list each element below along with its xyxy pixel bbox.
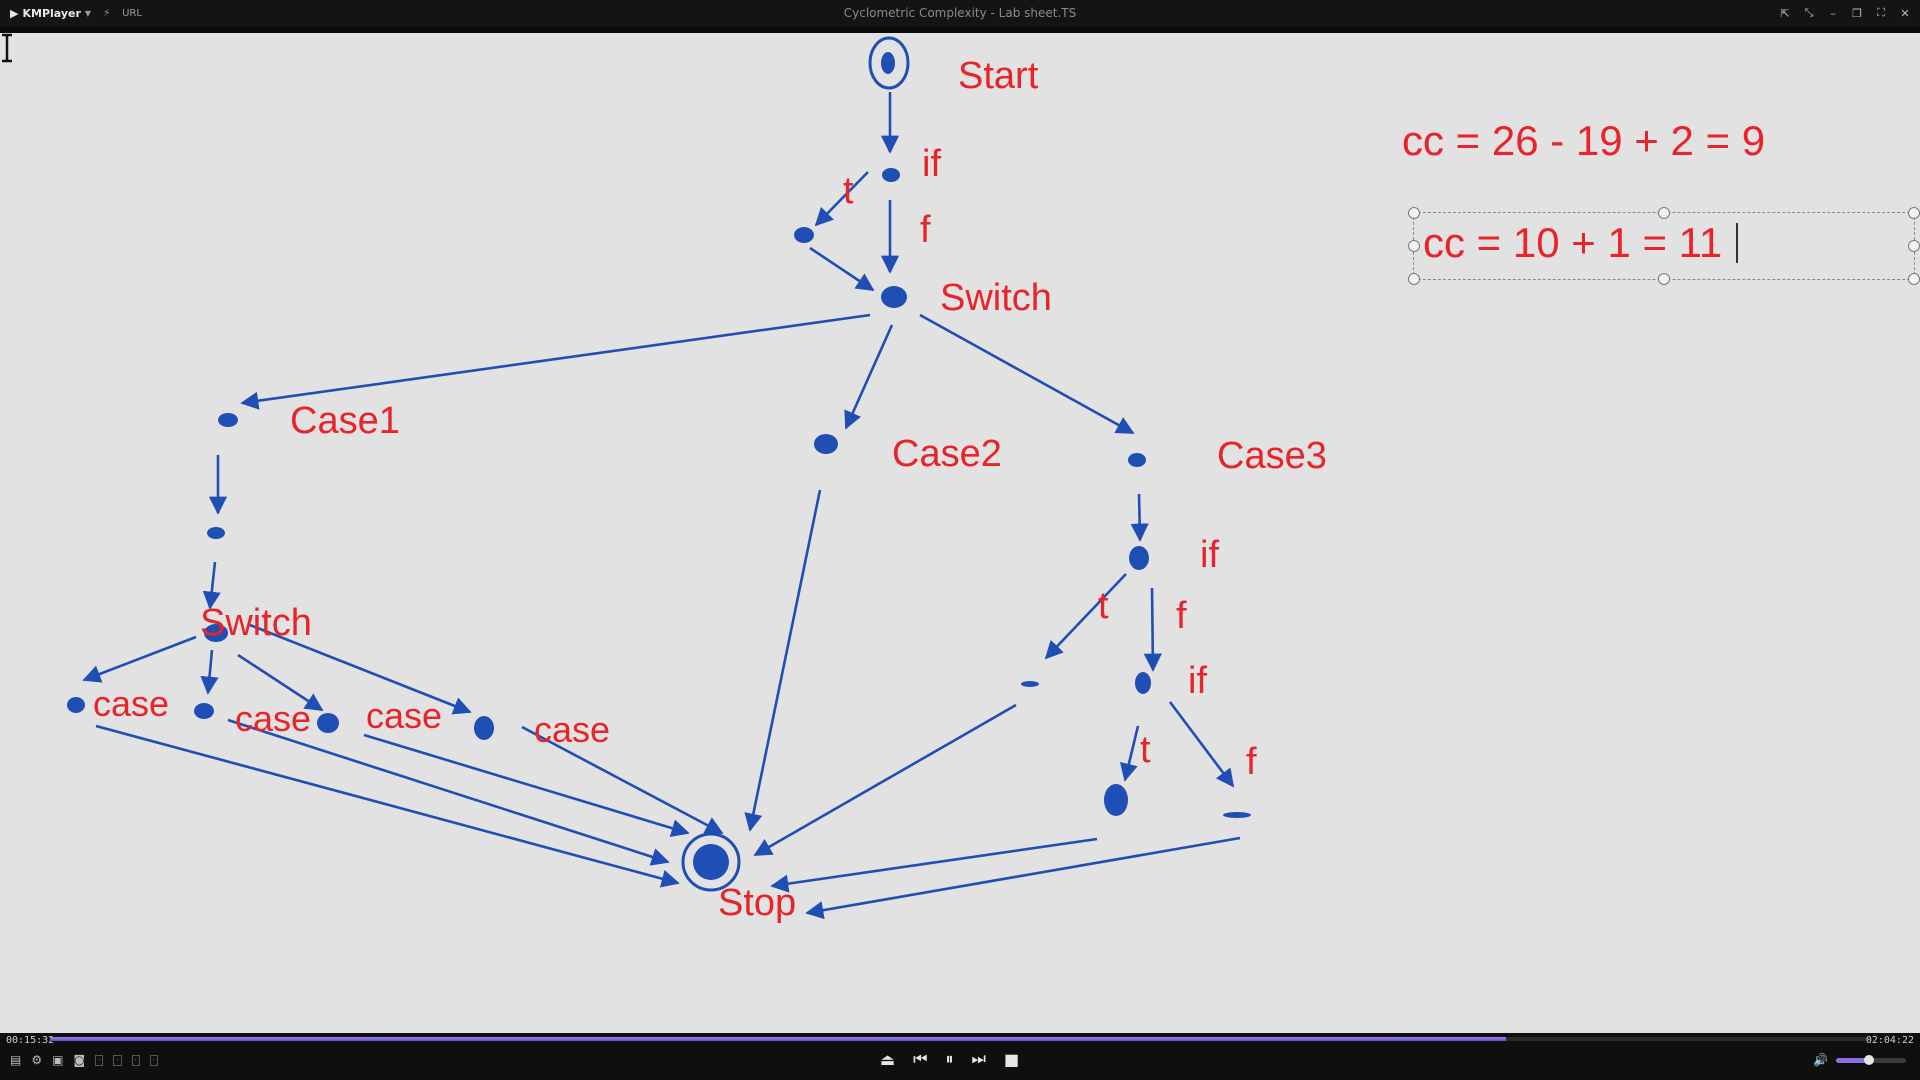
volume-slider[interactable] [1836,1054,1906,1065]
eject-icon[interactable]: ⏏ [880,1049,896,1069]
volume-knob[interactable] [1863,1054,1874,1065]
text-cursor-icon [2,33,12,63]
resize-handle[interactable] [1908,207,1920,219]
resize-handle[interactable] [1408,207,1420,219]
video-mode-button[interactable]: · [113,1054,122,1066]
restore-icon[interactable]: ❐ [1852,6,1862,20]
seek-bar[interactable] [50,1034,1870,1042]
resize-handle[interactable] [1408,273,1420,285]
window-title: Cyclometric Complexity - Lab sheet.TS [843,6,1077,20]
label-t-c3-2: t [1140,729,1151,771]
audio-mode-button[interactable]: · [95,1054,104,1066]
gear-icon[interactable]: ⚙ [31,1053,43,1067]
pause-icon[interactable]: ⏸ [945,1049,954,1068]
label-f-c3-2: f [1246,741,1257,783]
playlist-icon[interactable]: ▤ [10,1053,22,1067]
stop-icon[interactable]: ■ [1003,1049,1020,1069]
volume-level [1836,1057,1869,1063]
label-case2: Case2 [892,433,1002,475]
current-time: 00:15:32 [6,1035,55,1046]
chevron-down-icon: ▼ [84,8,92,18]
speed-mode-button[interactable]: · [149,1054,159,1066]
label-case1: Case1 [290,400,400,442]
nodes [67,36,1251,892]
label-start: Start [958,55,1039,97]
formula-2-text: cc = 10 + 1 = 11 [1423,219,1723,266]
label-if-top: if [922,143,941,185]
formula-1: cc = 26 - 19 + 2 = 9 [1402,117,1766,164]
resize-handle[interactable] [1658,207,1670,219]
pin-icon[interactable]: ⇱ [1780,6,1790,20]
url-button[interactable]: URL [122,7,142,19]
resize-handle[interactable] [1908,273,1920,285]
minimize-icon[interactable]: – [1830,6,1836,20]
node-labels: Start if t f Switch Case1 Case2 Case3 Sw… [93,55,1327,924]
player-controls: 00:15:32 02:04:22 ▤ ⚙ ▣ ◙ · · · · ⏏ ⏮ ⏸ … [0,1033,1920,1080]
seek-progress [50,1037,1506,1041]
next-icon[interactable]: ⏭ [971,1049,986,1068]
title-bar: ▶ KMPlayer ▼ ⚡ URL Cyclometric Complexit… [0,0,1920,26]
label-f-top: f [920,209,931,251]
vr-icon[interactable]: ◙ [73,1053,86,1067]
label-if-c3-1: if [1200,534,1219,576]
flow-graph: Start if t f Switch Case1 Case2 Case3 Sw… [67,36,1327,924]
label-case3: Case3 [1217,435,1327,477]
edges [82,92,1241,920]
resize-handle[interactable] [1408,240,1420,252]
close-icon[interactable]: ✕ [1900,6,1910,20]
lightning-icon[interactable]: ⚡ [103,7,111,19]
label-stop: Stop [718,882,796,924]
selected-text-box[interactable]: cc = 10 + 1 = 11 [1408,207,1920,285]
label-case-a: case [93,683,169,724]
resize-handle[interactable] [1908,240,1920,252]
capture-icon[interactable]: ▣ [52,1053,64,1067]
app-name: KMPlayer [22,6,81,20]
text-caret [1736,223,1739,263]
label-case-c: case [366,695,442,736]
mini-mode-icon[interactable]: ⤡ [1804,6,1814,19]
label-case-d: case [534,709,610,750]
fullscreen-icon[interactable]: ⛶ [1877,6,1885,19]
app-menu-button[interactable]: ▶ KMPlayer ▼ [10,7,91,20]
label-t-c3-1: t [1098,585,1109,627]
label-switch-inner: Switch [200,602,312,644]
total-time: 02:04:22 [1865,1035,1914,1046]
label-t-top: t [843,170,854,212]
formula-2[interactable]: cc = 10 + 1 = 11 [1423,219,1739,267]
kmplayer-logo-icon: ▶ [10,6,19,20]
previous-icon[interactable]: ⏮ [913,1049,928,1068]
label-f-c3-1: f [1176,595,1187,637]
subtitle-mode-button[interactable]: · [131,1054,140,1066]
label-switch-top: Switch [940,277,1052,319]
video-area[interactable]: Start if t f Switch Case1 Case2 Case3 Sw… [0,33,1920,1033]
volume-icon[interactable]: 🔊 [1813,1053,1828,1067]
resize-handle[interactable] [1658,273,1670,285]
label-if-c3-2: if [1188,660,1207,702]
label-case-b: case [235,698,311,739]
